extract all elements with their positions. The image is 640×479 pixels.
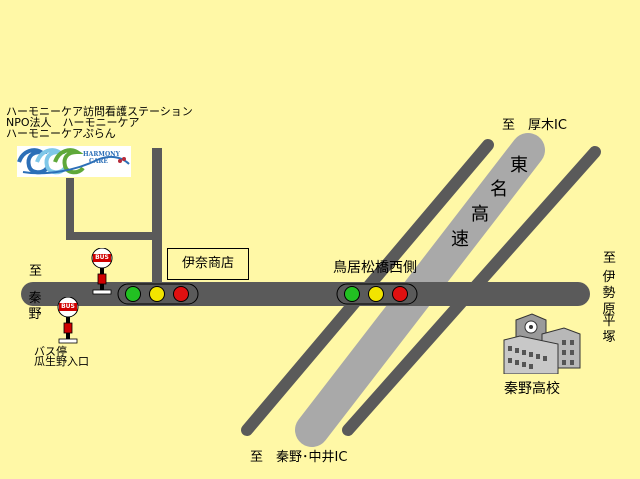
label-atsugi-ic: 至 厚木IC [502,118,567,133]
bus-stop-shape [91,247,113,295]
label-school: 秦野高校 [504,381,560,397]
label-right-hiratsuka: 平塚 [602,314,616,345]
logo-mark [17,148,130,175]
label-tomei-2: 名 [490,179,508,200]
label-left-hadano: 秦野 [28,291,42,322]
label-tomei-4: 速 [451,229,469,250]
logo-text-1: HARMONY [83,151,120,158]
traffic-light-icon [117,283,199,305]
logo-text-2: CARE [89,158,108,165]
label-bus-stop: バス停 [34,345,67,358]
traffic-light-icon [336,283,418,305]
title-line-1: ハーモニーケア訪問看護ステーション [6,105,193,118]
bus-stop-icon: BUS [89,247,115,296]
path-to-harmony-care [66,178,157,240]
bus-stop-icon: BUS [55,296,81,345]
label-left-to: 至 [29,264,43,279]
bus-stop-shape [57,296,79,344]
label-right-to: 至 [603,251,617,266]
label-bus-stop-name: 瓜生野入口 [34,355,89,368]
bus-sign-text: BUS [95,254,109,261]
label-tomei-1: 東 [510,155,528,176]
label-tomei-3: 高 [471,204,489,225]
shop-ina-shoten: 伊奈商店 [167,248,249,280]
label-right-isehara: 伊勢原 [602,270,616,317]
label-hadano-nakai-ic: 至 秦野･中井IC [250,450,348,465]
harmony-care-logo: HARMONY CARE [17,146,131,177]
label-intersection: 鳥居松橋西側 [333,260,417,276]
bus-sign-text: BUS [61,303,75,310]
title-line-2: NPO法人 ハーモニーケア [6,116,140,129]
school-building-icon [503,313,581,374]
title-line-3: ハーモニーケアぷらん [6,127,116,140]
